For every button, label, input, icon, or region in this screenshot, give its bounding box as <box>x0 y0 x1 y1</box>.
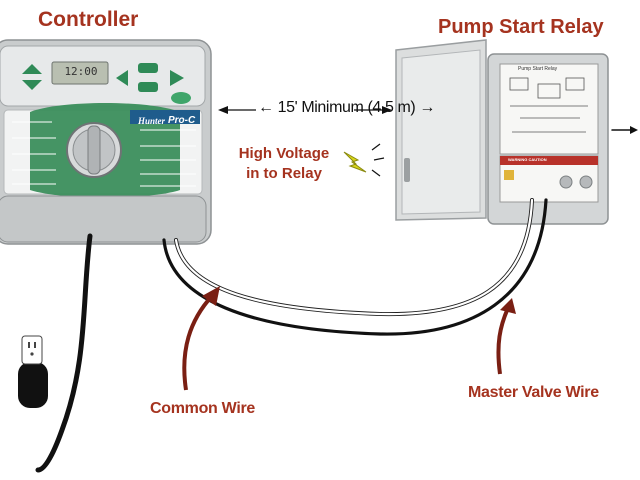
pump-start-relay-box <box>395 39 609 225</box>
high-voltage-line2: in to Relay <box>246 165 322 182</box>
controller-display-time: 12:00 <box>64 65 98 78</box>
wall-outlet <box>21 335 43 365</box>
irrigation-controller <box>0 39 212 245</box>
common-wire-label: Common Wire <box>150 400 256 417</box>
pump-start-relay-title: Pump Start Relay <box>438 16 604 38</box>
minimum-distance-label: ← 15' Minimum (4.5 m) → <box>258 99 435 116</box>
lightning-bolt-icon <box>343 143 385 177</box>
high-voltage-label: High Voltage in to Relay <box>236 144 332 184</box>
controller-down-button[interactable] <box>22 80 42 90</box>
relay-door-latch[interactable] <box>404 158 410 182</box>
master-valve-wire-label: Master Valve Wire <box>468 384 599 401</box>
controller-forward-button[interactable] <box>170 70 184 86</box>
controller-title: Controller <box>38 8 139 31</box>
master-valve-wire <box>174 198 534 316</box>
power-plug <box>18 335 48 408</box>
relay-inner-panel <box>499 63 599 155</box>
relay-panel-title: Pump Start Relay <box>518 66 558 72</box>
controller-model: Pro-C <box>168 115 196 126</box>
dial-position-labels <box>12 121 196 187</box>
controller-plus-button[interactable] <box>138 63 158 73</box>
wires <box>35 126 638 473</box>
relay-warning-text: WARNING CAUTION <box>508 157 547 162</box>
controller-minus-button[interactable] <box>138 82 158 92</box>
common-wire <box>162 198 548 336</box>
common-wire-pointer-arrow <box>182 294 214 391</box>
power-cord <box>35 233 93 473</box>
master-valve-pointer-arrow <box>496 307 510 375</box>
controller-lcd-screen <box>51 61 109 85</box>
controller-back-button[interactable] <box>116 70 128 86</box>
high-voltage-line1: High Voltage <box>238 145 330 162</box>
distance-arrows <box>218 106 392 114</box>
controller-run-button[interactable] <box>171 92 191 104</box>
controller-brand: Hunter <box>138 116 166 126</box>
pointer-arrows <box>182 286 516 391</box>
controller-up-button[interactable] <box>22 64 42 74</box>
